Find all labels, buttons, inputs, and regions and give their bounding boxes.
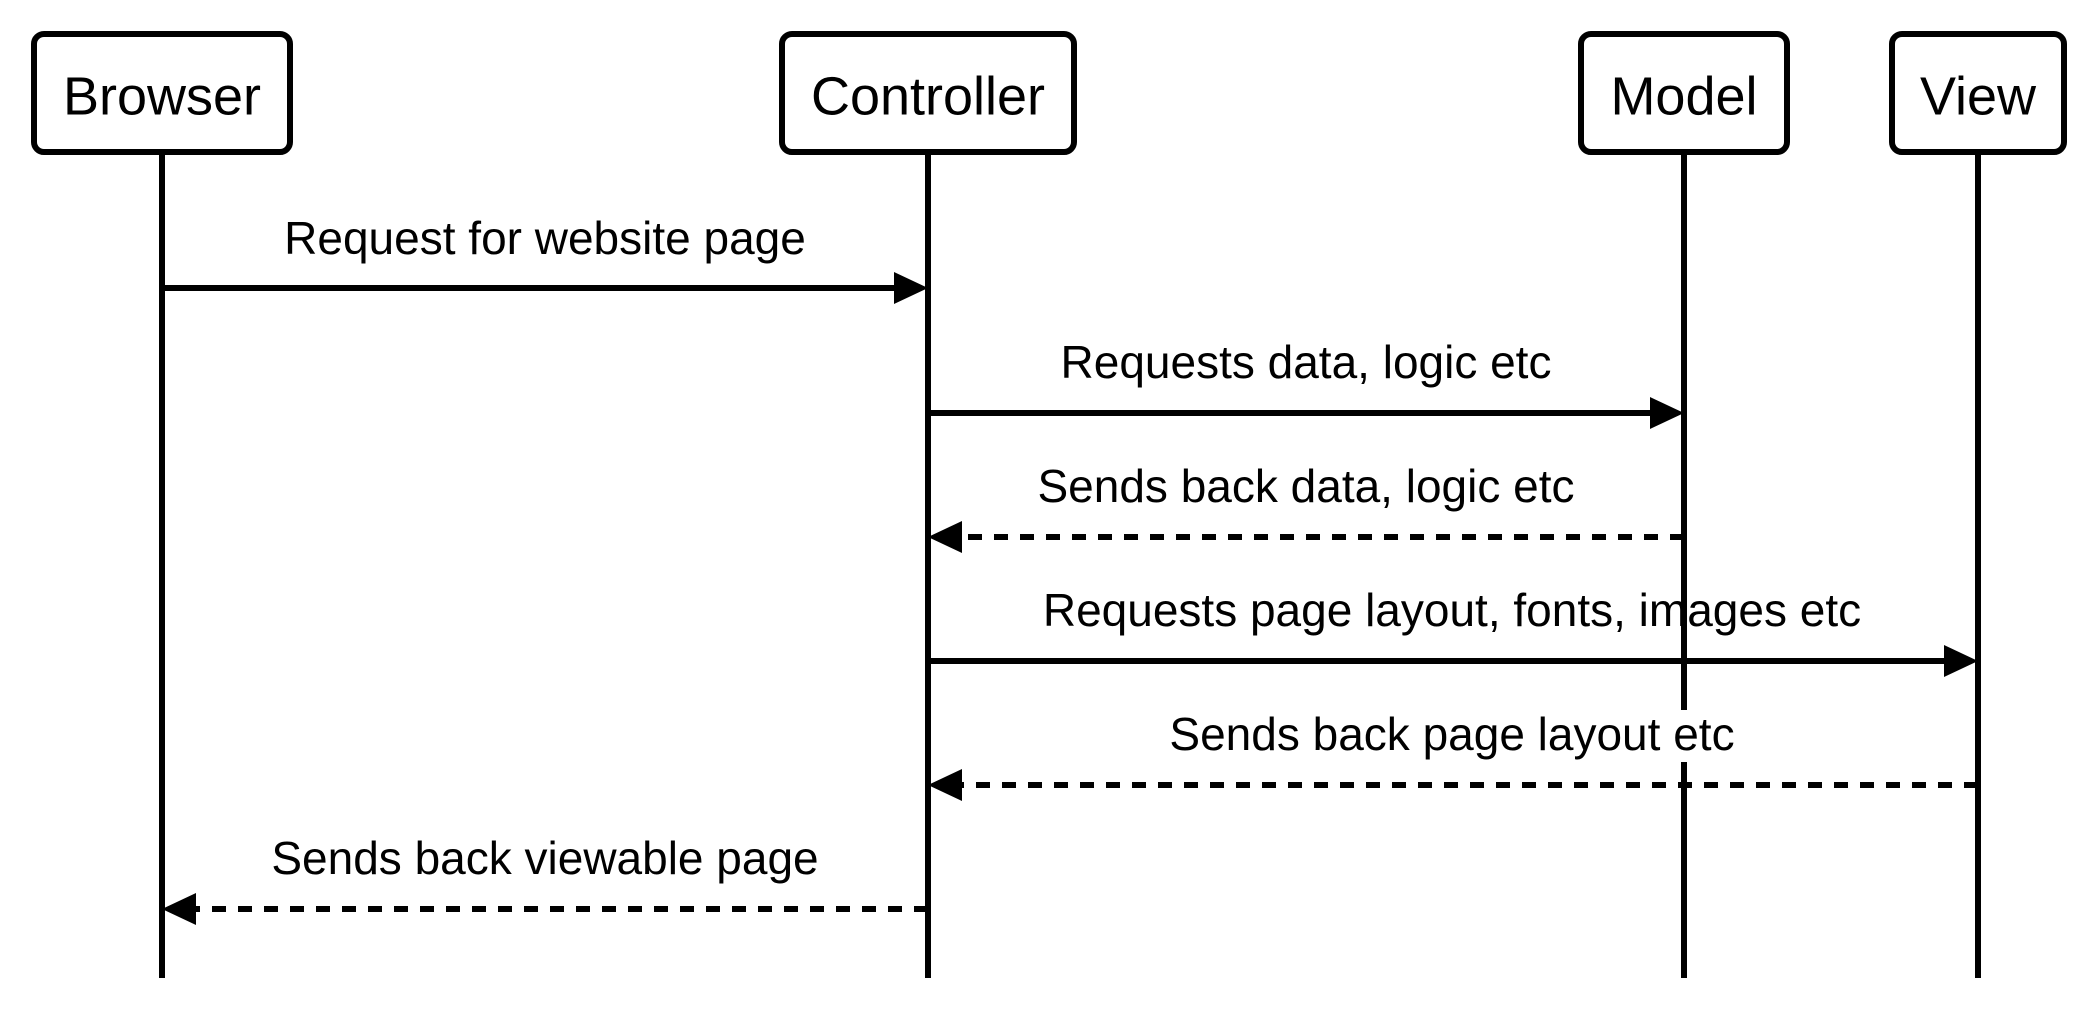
message-label-background	[1158, 710, 1752, 762]
message-requests-data: Requests data, logic etc	[928, 336, 1684, 429]
actor-view: View	[1889, 31, 2067, 155]
actor-label: View	[1920, 66, 2037, 126]
actor-model: Model	[1578, 31, 1790, 155]
actor-browser: Browser	[31, 31, 293, 155]
lifelines	[159, 152, 1981, 978]
message-request-website-page: Request for website page	[162, 212, 928, 304]
message-label: Request for website page	[284, 212, 806, 264]
arrowhead-icon	[162, 893, 196, 925]
actor-box	[1889, 31, 2067, 155]
actor-box	[1578, 31, 1790, 155]
actor-box	[779, 31, 1077, 155]
message-sends-back-viewable-page: Sends back viewable page	[162, 832, 928, 925]
message-label: Sends back page layout etc	[1169, 708, 1734, 760]
message-label: Sends back data, logic etc	[1038, 460, 1575, 512]
arrowhead-icon	[928, 769, 962, 801]
arrowhead-icon	[1650, 397, 1684, 429]
message-sends-back-page-layout: Sends back page layout etc	[928, 708, 1978, 801]
actor-controller: Controller	[779, 31, 1077, 155]
actor-box	[31, 31, 293, 155]
arrowhead-icon	[1944, 645, 1978, 677]
message-label: Requests data, logic etc	[1061, 336, 1552, 388]
message-requests-page-layout: Requests page layout, fonts, images etc	[928, 584, 1978, 677]
message-label: Sends back viewable page	[271, 832, 818, 884]
actor-label: Model	[1610, 66, 1757, 126]
actor-label: Browser	[63, 66, 261, 126]
message-label: Requests page layout, fonts, images etc	[1043, 584, 1861, 636]
actor-label: Controller	[811, 66, 1045, 126]
arrowhead-icon	[928, 521, 962, 553]
arrowhead-icon	[894, 272, 928, 304]
message-sends-back-data: Sends back data, logic etc	[928, 460, 1684, 553]
